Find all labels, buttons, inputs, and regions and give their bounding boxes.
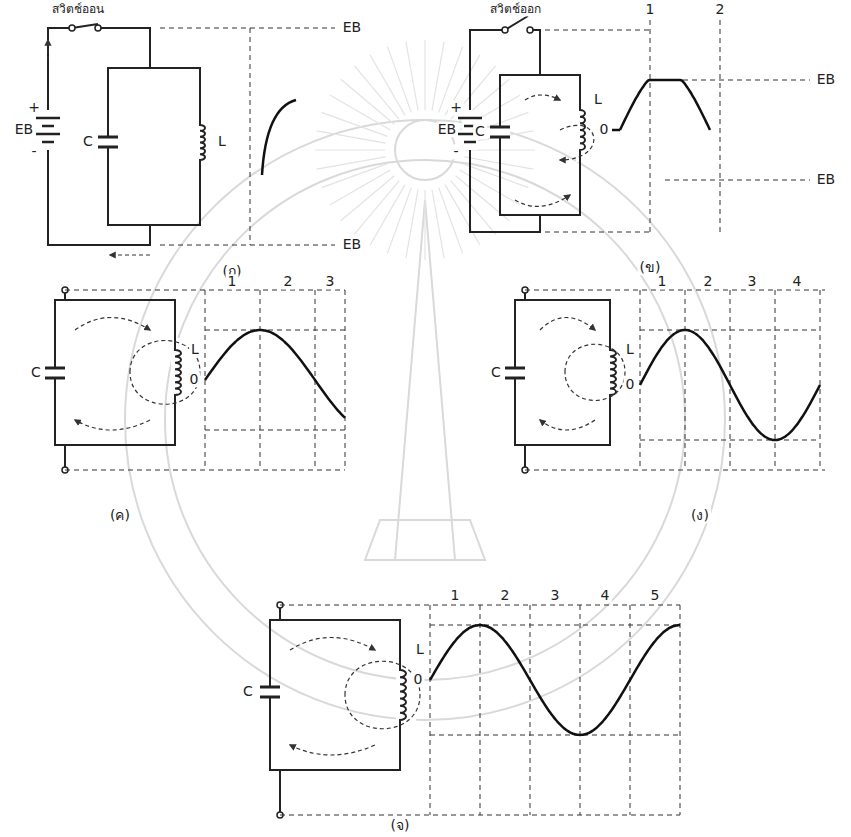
inductor-coil bbox=[200, 113, 205, 172]
label: สวิตช์ออก bbox=[488, 3, 543, 16]
label: (ค) bbox=[108, 508, 132, 523]
half-wave-base bbox=[612, 129, 620, 132]
label: L bbox=[189, 342, 201, 357]
label: 3 bbox=[549, 588, 562, 603]
label: 1 bbox=[656, 274, 669, 289]
watermark-ray bbox=[432, 189, 444, 258]
label: L bbox=[592, 92, 604, 107]
watermark-ray bbox=[424, 40, 425, 110]
label: (ง) bbox=[689, 508, 711, 523]
sine-wave bbox=[430, 625, 680, 735]
leader-lines bbox=[65, 20, 825, 815]
inductor-ground bbox=[606, 338, 626, 407]
watermark-seal bbox=[125, 120, 725, 720]
label: (จ) bbox=[389, 818, 412, 833]
label: EB bbox=[341, 237, 363, 252]
label: 1 bbox=[644, 2, 657, 17]
label: 2 bbox=[499, 588, 512, 603]
rising-curve bbox=[262, 100, 296, 175]
watermark-ray bbox=[445, 185, 480, 246]
half-wave bbox=[620, 80, 710, 130]
watermark-ray bbox=[370, 55, 405, 116]
label: 2 bbox=[702, 274, 715, 289]
watermark-ray bbox=[439, 188, 463, 254]
label: L bbox=[216, 134, 228, 149]
terminals bbox=[62, 25, 533, 818]
watermark-ray bbox=[432, 42, 444, 111]
watermark-ray bbox=[370, 185, 405, 246]
label: L bbox=[414, 642, 426, 657]
sine-wave bbox=[205, 330, 345, 418]
watermark-ray bbox=[456, 176, 510, 221]
watermark-ray bbox=[464, 157, 533, 169]
label: + bbox=[448, 100, 464, 115]
watermark-ray bbox=[317, 157, 386, 169]
inductor-coil bbox=[400, 658, 406, 732]
watermark-ray bbox=[463, 164, 529, 188]
label: + bbox=[26, 100, 42, 115]
watermark-ray bbox=[354, 66, 399, 120]
label: สวิตช์ออน bbox=[50, 3, 106, 16]
label: 0 bbox=[598, 122, 611, 137]
label: EB bbox=[436, 122, 458, 137]
waveform bbox=[205, 80, 820, 735]
inductor-ground bbox=[396, 658, 416, 732]
label: 4 bbox=[791, 274, 804, 289]
inductor-coil bbox=[175, 338, 181, 407]
label: 5 bbox=[649, 588, 662, 603]
label: 1 bbox=[449, 588, 462, 603]
watermark-ray bbox=[315, 149, 385, 150]
inductor-symbol bbox=[171, 98, 626, 732]
label: EB bbox=[13, 122, 35, 137]
label: - bbox=[29, 144, 38, 159]
inductor-ground bbox=[196, 113, 214, 172]
label: 2 bbox=[714, 2, 727, 17]
sine-wave bbox=[640, 330, 820, 440]
watermark-ray bbox=[341, 79, 395, 124]
label: EB bbox=[815, 72, 837, 87]
watermark-ray bbox=[354, 181, 399, 235]
label: 1 bbox=[226, 274, 239, 289]
label: L bbox=[624, 342, 636, 357]
field-lines bbox=[48, 40, 625, 755]
circuit-wires bbox=[48, 16, 610, 815]
watermark-ray bbox=[424, 190, 425, 260]
watermark-ray bbox=[406, 42, 418, 111]
watermark-ray bbox=[445, 55, 480, 116]
watermark-ray bbox=[387, 47, 411, 113]
label: 3 bbox=[324, 274, 337, 289]
label: C bbox=[489, 365, 503, 380]
inductor-coil bbox=[580, 98, 585, 162]
watermark-ray bbox=[341, 176, 395, 221]
label: 2 bbox=[282, 274, 295, 289]
label: 4 bbox=[599, 588, 612, 603]
battery-symbol bbox=[36, 110, 482, 150]
label: C bbox=[241, 684, 255, 699]
watermark-ray bbox=[406, 189, 418, 258]
label: EB bbox=[341, 20, 363, 35]
label: C bbox=[29, 365, 43, 380]
watermark-ray bbox=[317, 131, 386, 143]
watermark-ray bbox=[330, 95, 391, 130]
watermark-ray bbox=[460, 170, 521, 205]
watermark-ray bbox=[322, 164, 388, 188]
watermark-rays bbox=[315, 40, 535, 260]
label: - bbox=[451, 144, 460, 159]
watermark-ray bbox=[451, 181, 496, 235]
label: 0 bbox=[188, 372, 201, 387]
label: EB bbox=[815, 172, 837, 187]
label: 0 bbox=[412, 672, 425, 687]
capacitor-symbol bbox=[45, 126, 525, 698]
label: 3 bbox=[746, 274, 759, 289]
watermark-ray bbox=[387, 188, 411, 254]
label: C bbox=[473, 124, 487, 139]
watermark-ray bbox=[322, 112, 388, 136]
label: C bbox=[81, 134, 95, 149]
watermark-ray bbox=[330, 170, 391, 205]
label: 0 bbox=[624, 377, 637, 392]
